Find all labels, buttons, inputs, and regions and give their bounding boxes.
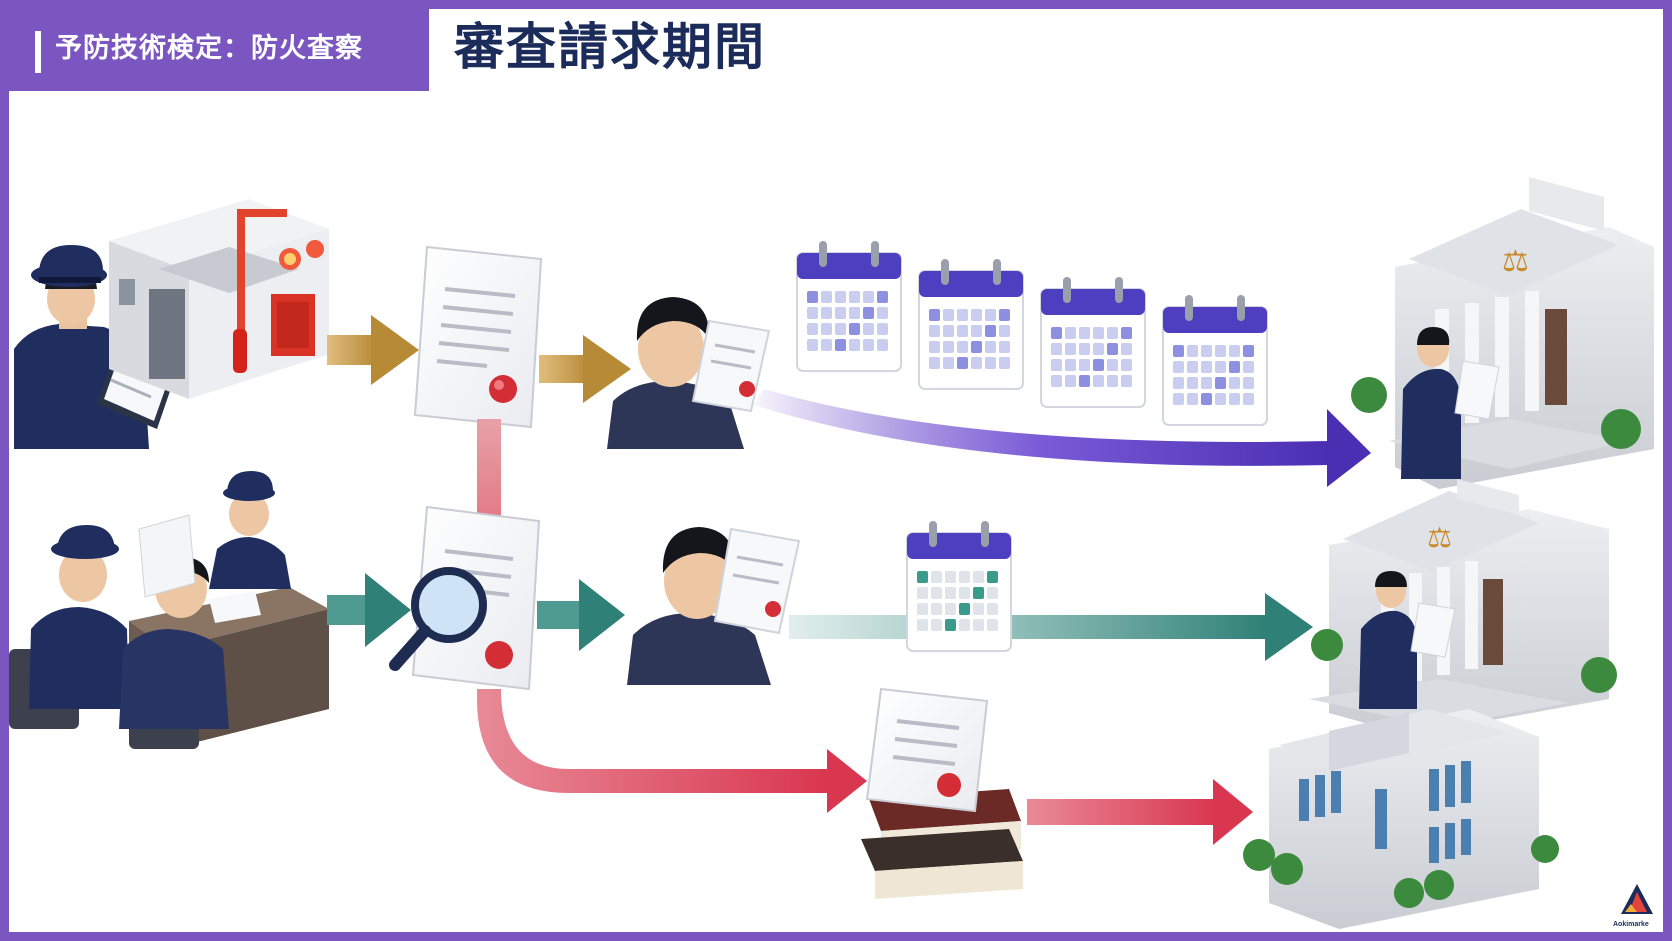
calendar-icon — [796, 241, 902, 372]
category-marker — [35, 31, 41, 73]
flow-arrow-teal-1 — [327, 573, 411, 647]
logo-icon — [1621, 884, 1653, 914]
calendar-group-long — [796, 241, 1268, 426]
svg-text:⚖: ⚖ — [1427, 521, 1452, 554]
flow-arrow-red-2 — [1027, 779, 1253, 845]
notice-document — [413, 245, 543, 429]
brand-logo: Aokimarke — [1613, 882, 1657, 928]
svg-text:⚖: ⚖ — [1502, 244, 1529, 279]
flow-arrow-gold-2 — [539, 335, 631, 403]
calendar-icon — [1162, 295, 1268, 426]
magnifier-icon — [389, 567, 487, 671]
person-reviewing-1 — [607, 297, 771, 449]
person-reviewing-2 — [627, 527, 801, 685]
inspected-building — [109, 199, 329, 399]
flow-arrow-gold-1 — [327, 315, 419, 385]
process-diagram: ⚖ — [9, 177, 1654, 929]
government-building — [1243, 709, 1559, 929]
category-tab: 予防技術検定：防火査察 — [9, 9, 429, 91]
flow-arrow-teal-long — [789, 593, 1313, 661]
connector-red-vertical — [477, 419, 501, 521]
court-building-1: ⚖ — [1351, 177, 1654, 489]
document-on-books — [861, 687, 1023, 899]
calendar-icon — [918, 259, 1024, 390]
calendar-icon — [906, 521, 1012, 652]
document-under-review — [389, 505, 541, 691]
flow-arrow-red-curve — [477, 689, 867, 813]
flow-arrow-purple — [754, 389, 1371, 487]
court-building-2: ⚖ — [1309, 479, 1617, 735]
slide-frame: ⚖ — [9, 9, 1663, 932]
calendar-icon — [1040, 277, 1146, 408]
calendar-group-short — [906, 521, 1012, 652]
logo-text: Aokimarke — [1613, 921, 1649, 928]
officer-meeting — [9, 471, 329, 749]
flow-arrow-teal-2 — [537, 579, 625, 651]
category-label: 予防技術検定：防火査察 — [55, 33, 363, 64]
page-title: 審査請求期間 — [454, 18, 766, 76]
